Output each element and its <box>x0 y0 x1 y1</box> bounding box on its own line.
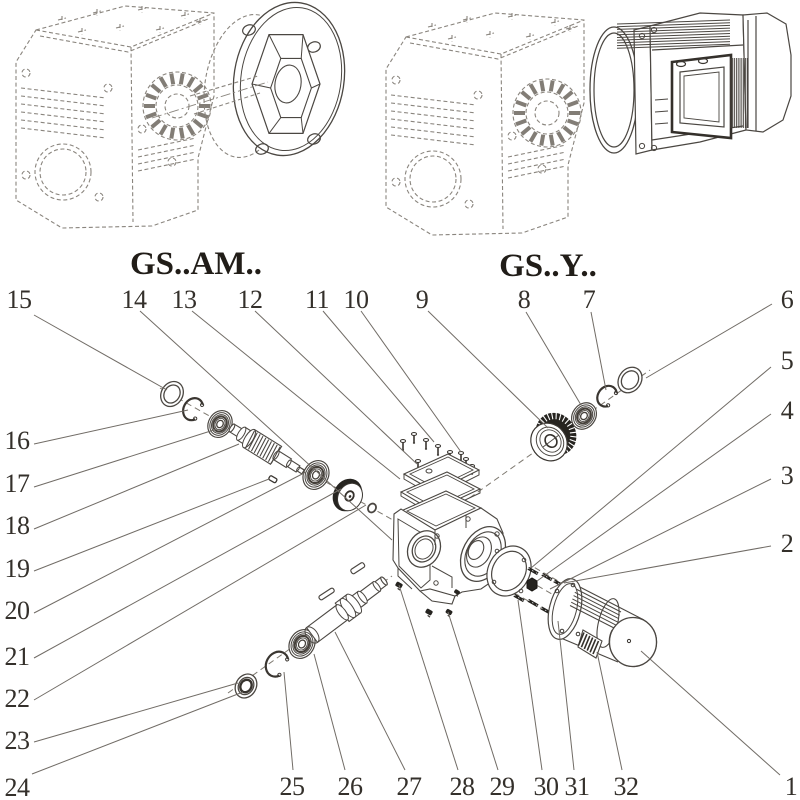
svg-text:12: 12 <box>238 285 263 314</box>
svg-text:29: 29 <box>490 772 515 800</box>
svg-text:GS..Y..: GS..Y.. <box>499 248 597 284</box>
svg-text:17: 17 <box>5 469 31 498</box>
svg-text:9: 9 <box>416 285 429 314</box>
svg-text:15: 15 <box>7 285 32 314</box>
svg-text:22: 22 <box>5 684 30 713</box>
svg-text:23: 23 <box>5 726 30 755</box>
svg-text:6: 6 <box>781 285 794 314</box>
svg-text:14: 14 <box>122 285 148 314</box>
svg-text:28: 28 <box>450 772 476 800</box>
svg-text:3: 3 <box>781 461 794 490</box>
svg-text:10: 10 <box>344 285 370 314</box>
svg-text:5: 5 <box>781 346 794 375</box>
svg-text:8: 8 <box>518 285 531 314</box>
svg-text:19: 19 <box>5 554 30 583</box>
svg-text:13: 13 <box>172 285 197 314</box>
svg-text:20: 20 <box>5 596 31 625</box>
svg-text:24: 24 <box>5 773 31 800</box>
svg-text:30: 30 <box>534 772 560 800</box>
svg-text:25: 25 <box>280 772 305 800</box>
svg-text:7: 7 <box>583 285 596 314</box>
svg-text:27: 27 <box>397 772 423 800</box>
svg-text:11: 11 <box>305 285 329 314</box>
svg-text:31: 31 <box>565 772 590 800</box>
svg-text:21: 21 <box>5 642 30 671</box>
svg-text:26: 26 <box>338 772 364 800</box>
svg-text:2: 2 <box>781 529 794 558</box>
svg-text:18: 18 <box>5 511 31 540</box>
svg-text:4: 4 <box>781 396 794 425</box>
svg-text:32: 32 <box>614 772 639 800</box>
svg-text:16: 16 <box>5 426 31 455</box>
svg-text:GS..AM..: GS..AM.. <box>130 246 262 282</box>
svg-text:1: 1 <box>785 772 798 800</box>
